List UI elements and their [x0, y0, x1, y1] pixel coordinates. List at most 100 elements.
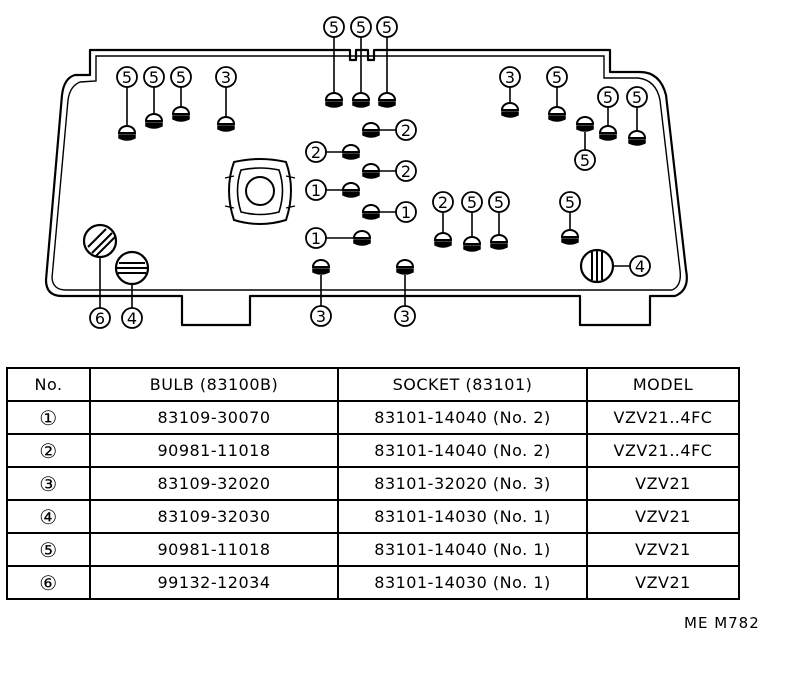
callout-5: 5 [574, 116, 596, 171]
row-number: ⑥ [6, 565, 91, 600]
socket-part-number: 83101-14040 (No. 2) [337, 433, 588, 468]
callout-circle [376, 16, 398, 38]
callout-circle [629, 255, 651, 277]
callout-circle [574, 149, 596, 171]
callout-5: 5 [376, 16, 398, 108]
callout-4: 4 [114, 250, 150, 329]
model-code: VZV21 [586, 466, 740, 501]
callout-circle [305, 141, 327, 163]
callout-5: 5 [559, 191, 581, 245]
callout-number: 6 [95, 309, 105, 328]
bulb-socket-symbol [560, 229, 580, 245]
callout-circle [461, 191, 483, 213]
callout-number: 5 [494, 193, 504, 212]
bulb-part-number: 99132-12034 [89, 565, 339, 600]
callout-5: 5 [597, 86, 619, 141]
model-code: VZV21 [586, 565, 740, 600]
callout-circle [116, 66, 138, 88]
callout-number: 2 [401, 121, 411, 140]
callout-2: 2 [361, 160, 417, 182]
callout-number: 2 [311, 143, 321, 162]
row-number: ④ [6, 499, 91, 534]
callout-circle [305, 227, 327, 249]
callout-circle [350, 16, 372, 38]
socket-part-number: 83101-32020 (No. 3) [337, 466, 588, 501]
callout-5: 5 [170, 66, 192, 122]
socket-part-number: 83101-14030 (No. 1) [337, 565, 588, 600]
callout-5: 5 [546, 66, 568, 122]
model-code: VZV21 [586, 532, 740, 567]
callout-number: 5 [122, 68, 132, 87]
bulb-part-number: 90981-11018 [89, 433, 339, 468]
bulb-socket-symbol [361, 204, 381, 220]
callout-number: 5 [552, 68, 562, 87]
callout-circle [626, 86, 648, 108]
callout-number: 4 [635, 257, 645, 276]
callout-1: 1 [305, 179, 361, 201]
table-row: ⑤ 90981-11018 83101-14040 (No. 1) VZV21 [6, 532, 740, 567]
bulb-socket-symbol [361, 122, 381, 138]
bulb-socket-symbol [377, 92, 397, 108]
bulb-socket-symbol [598, 125, 618, 141]
row-number: ① [6, 400, 91, 435]
callout-5: 5 [350, 16, 372, 108]
callout-circle [394, 305, 416, 327]
callout-6: 6 [82, 223, 118, 329]
model-code: VZV21‥4FC [586, 400, 740, 435]
table-header-row: No. BULB (83100B) SOCKET (83101) MODEL [6, 367, 740, 402]
bulb-socket-symbol [500, 102, 520, 118]
bulb-socket-symbol [341, 144, 361, 160]
callout-number: 3 [221, 68, 231, 87]
header-model: MODEL [586, 367, 740, 402]
table-row: ⑥ 99132-12034 83101-14030 (No. 1) VZV21 [6, 565, 740, 600]
callout-circle [597, 86, 619, 108]
bulb-socket-symbol [462, 236, 482, 252]
callout-number: 5 [382, 18, 392, 37]
callout-circle [170, 66, 192, 88]
bulb-socket-symbol [171, 106, 191, 122]
callout-number: 2 [438, 193, 448, 212]
callout-3: 3 [215, 66, 237, 132]
bulb-socket-symbol [117, 125, 137, 141]
table-row: ③ 83109-32020 83101-32020 (No. 3) VZV21 [6, 466, 740, 501]
row-number: ③ [6, 466, 91, 501]
table-row: ① 83109-30070 83101-14040 (No. 2) VZV21‥… [6, 400, 740, 435]
table-row: ④ 83109-32030 83101-14030 (No. 1) VZV21 [6, 499, 740, 534]
bulb-socket-symbol [361, 163, 381, 179]
callout-circle [89, 307, 111, 329]
callout-number: 5 [176, 68, 186, 87]
callout-number: 1 [311, 181, 321, 200]
callout-1: 1 [305, 227, 372, 249]
large-bulb-symbol [579, 248, 615, 284]
callout-circle [323, 16, 345, 38]
callout-circle [546, 66, 568, 88]
bulb-socket-symbol [489, 234, 509, 250]
bulb-socket-symbol [575, 116, 595, 132]
callout-number: 5 [467, 193, 477, 212]
diagram-reference-code: ME M782 [684, 614, 760, 632]
header-no: No. [6, 367, 91, 402]
model-code: VZV21 [586, 499, 740, 534]
bulb-part-number: 83109-32020 [89, 466, 339, 501]
callout-number: 2 [401, 162, 411, 181]
callout-number: 5 [149, 68, 159, 87]
bulb-part-number: 83109-32030 [89, 499, 339, 534]
header-socket: SOCKET (83101) [337, 367, 588, 402]
callout-circle [121, 307, 143, 329]
socket-part-number: 83101-14040 (No. 1) [337, 532, 588, 567]
callout-circle [215, 66, 237, 88]
bulb-part-number: 83109-30070 [89, 400, 339, 435]
bulb-socket-symbol [352, 230, 372, 246]
callout-circle [395, 119, 417, 141]
callout-circle [310, 305, 332, 327]
bulb-socket-symbol [627, 130, 647, 146]
callout-circle [143, 66, 165, 88]
callout-circle [395, 160, 417, 182]
callout-number: 5 [329, 18, 339, 37]
large-bulb-symbol [114, 250, 150, 286]
callout-number: 1 [401, 203, 411, 222]
callout-number: 3 [400, 307, 410, 326]
socket-part-number: 83101-14030 (No. 1) [337, 499, 588, 534]
bulb-part-number: 90981-11018 [89, 532, 339, 567]
